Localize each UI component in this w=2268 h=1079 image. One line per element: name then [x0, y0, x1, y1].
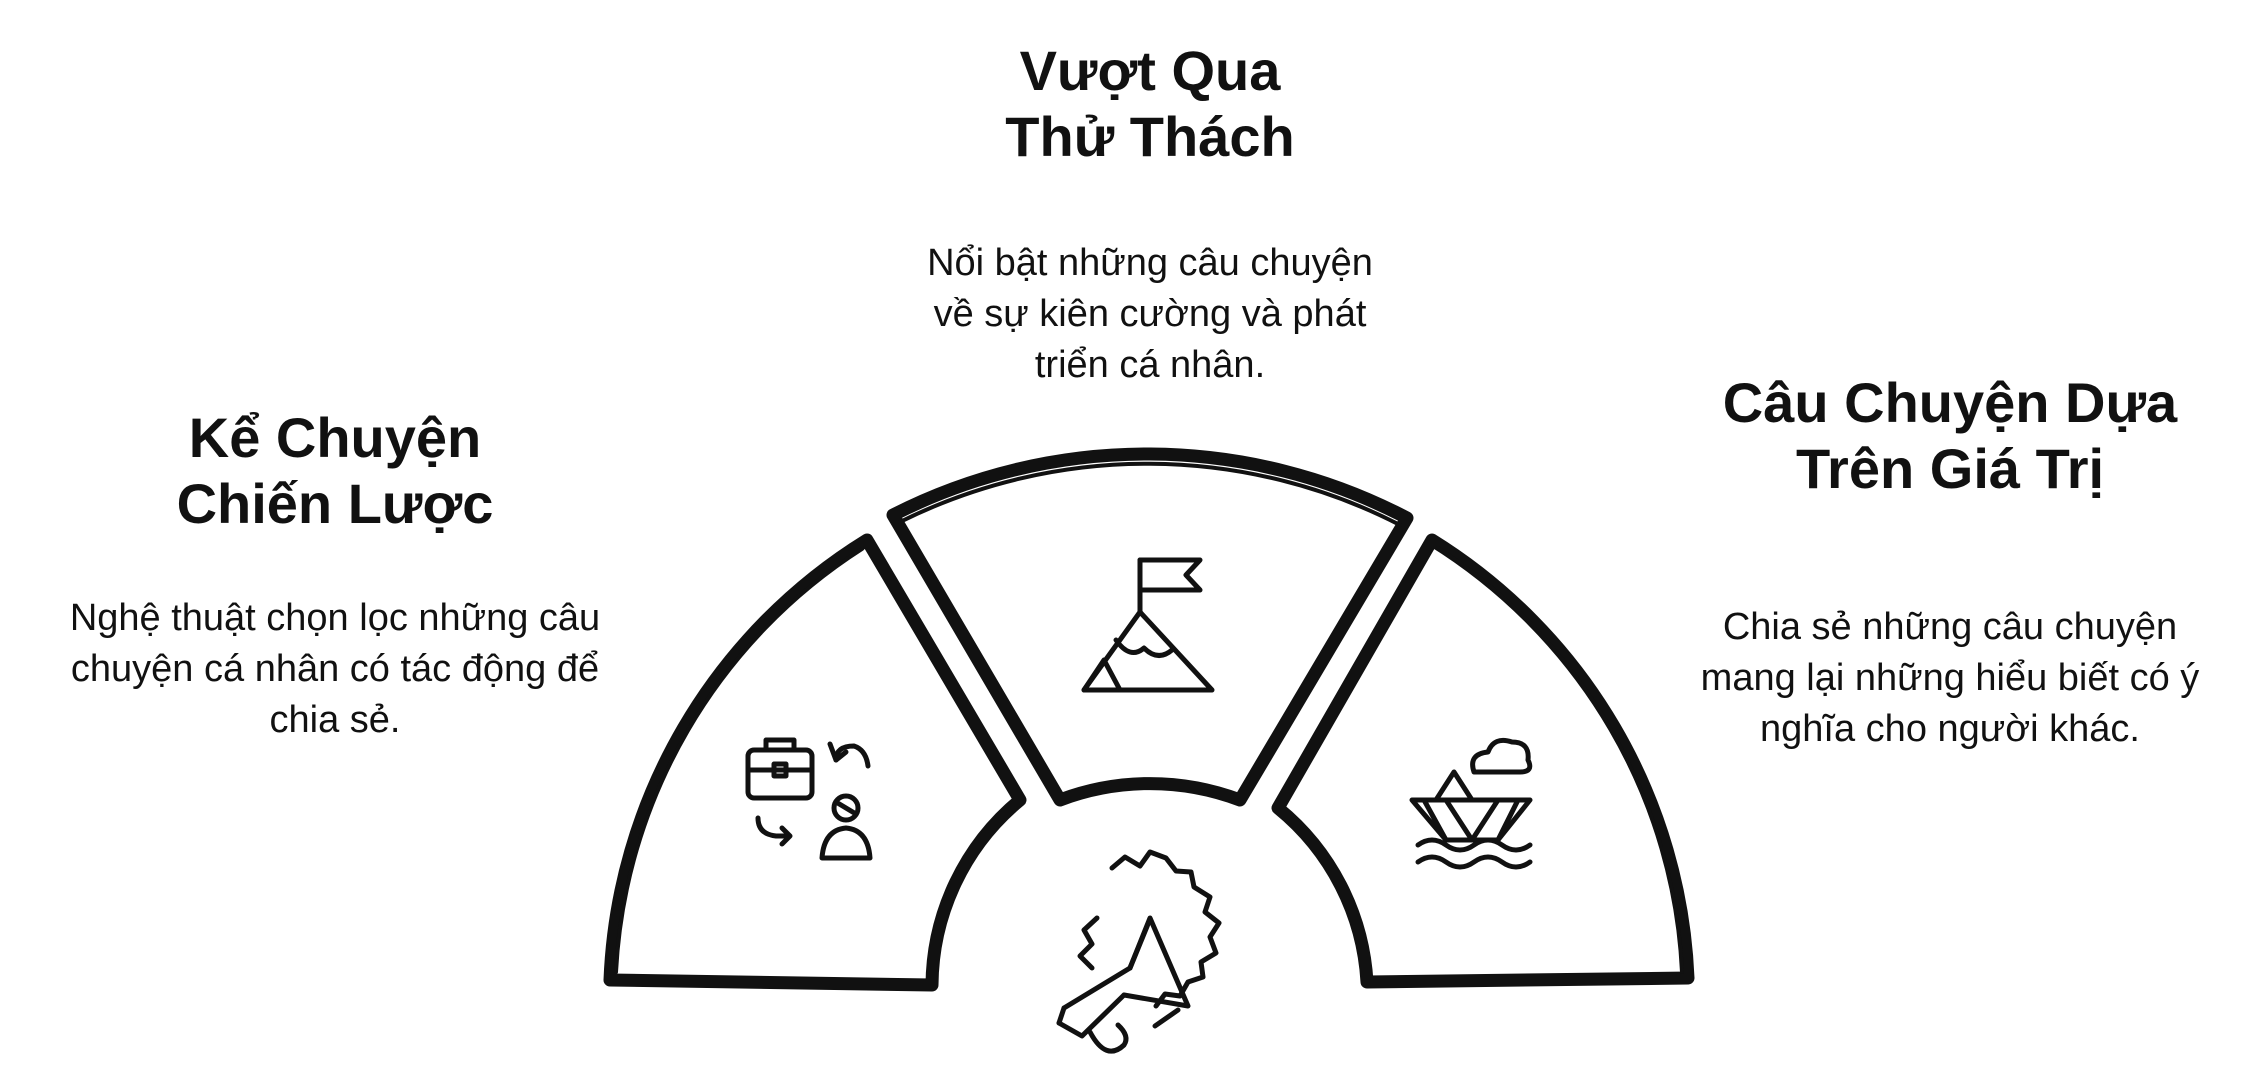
section-left-title: Kể Chuyện Chiến Lược — [176, 406, 494, 535]
section-top-description: Nổi bật những câu chuyện về sự kiên cườn… — [927, 242, 1373, 386]
section-right: Câu Chuyện Dựa Trên Giá Trị Chia sẻ nhữn… — [1640, 370, 2260, 755]
mountain-flag-icon — [1081, 557, 1215, 693]
section-right-description: Chia sẻ những câu chuyện mang lại những … — [1700, 606, 2200, 750]
section-left: Kể Chuyện Chiến Lược Nghệ thuật chọn lọc… — [20, 405, 650, 746]
paper-boat-waves-icon — [1409, 737, 1533, 870]
section-top: Vượt Qua Thử Thách Nổi bật những câu chu… — [850, 38, 1450, 391]
briefcase-person-exchange-icon — [745, 737, 873, 861]
section-left-description: Nghệ thuật chọn lọc những câu chuyện cá … — [69, 597, 601, 741]
megaphone-icon — [1056, 849, 1222, 1054]
section-right-title: Câu Chuyện Dựa Trên Giá Trị — [1722, 371, 2178, 500]
segment-right — [1271, 533, 1695, 989]
segment-left — [603, 533, 1027, 992]
section-top-title: Vượt Qua Thử Thách — [1005, 39, 1295, 168]
segment-top — [886, 447, 1414, 807]
